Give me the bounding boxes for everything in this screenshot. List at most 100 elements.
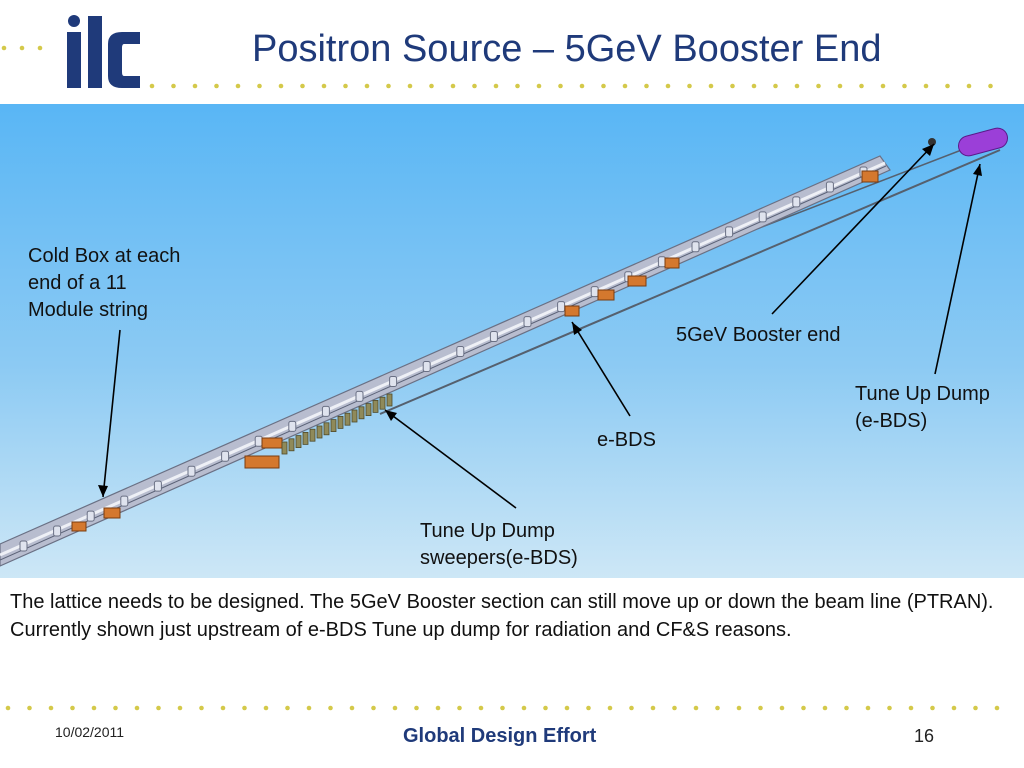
dot <box>586 705 591 711</box>
sweeper-magnet <box>281 441 288 455</box>
dot <box>665 83 671 89</box>
magnet <box>103 507 121 519</box>
dot <box>801 705 806 711</box>
dot <box>199 705 204 711</box>
sweeper-magnet <box>302 431 309 445</box>
dot <box>306 705 312 711</box>
dot <box>242 705 247 711</box>
footer-organization: Global Design Effort <box>403 725 597 747</box>
dot <box>515 83 520 89</box>
label-line: Tune Up Dump <box>420 520 555 542</box>
label-sweepers: Tune Up Dump sweepers(e-BDS) <box>420 518 578 572</box>
dot <box>607 705 613 711</box>
slide-title: Positron Source – 5GeV Booster End <box>252 28 882 70</box>
dot <box>902 83 907 89</box>
ilc-logo: ilc <box>67 15 140 88</box>
sweeper-magnets <box>281 393 393 455</box>
arrow-sweepers <box>384 409 517 509</box>
dot <box>472 83 477 89</box>
label-line: (e-BDS) <box>855 410 928 432</box>
label-line: Cold Box at each <box>28 245 181 267</box>
label-line: Tune Up Dump <box>855 383 990 405</box>
dot <box>70 705 75 711</box>
port <box>792 196 801 208</box>
sweeper-magnet <box>295 435 302 449</box>
port <box>86 510 95 522</box>
port <box>254 435 263 447</box>
arrow-ebds <box>571 321 631 417</box>
port <box>590 286 599 298</box>
magnet <box>664 257 680 269</box>
dot <box>349 705 355 711</box>
dot <box>171 83 176 89</box>
port <box>725 226 734 238</box>
port <box>221 450 230 462</box>
dot <box>91 705 97 711</box>
dot <box>543 705 548 711</box>
booster-end-marker <box>928 138 936 146</box>
sweeper-magnet <box>365 403 372 417</box>
dot <box>865 705 871 711</box>
tunnel-rail <box>0 165 887 561</box>
ebds-beamline <box>379 149 1001 415</box>
magnet <box>261 437 283 449</box>
magnet <box>861 170 879 183</box>
dot <box>715 705 720 711</box>
dot <box>644 83 649 89</box>
dot <box>113 705 118 711</box>
sweeper-magnet <box>351 409 358 423</box>
dot <box>214 83 219 89</box>
label-line: sweepers(e-BDS) <box>420 547 578 569</box>
label-line: Module string <box>28 299 149 321</box>
dot <box>887 705 892 711</box>
dot <box>579 83 585 89</box>
dot <box>328 705 333 711</box>
dot <box>859 83 864 89</box>
sweeper-magnet <box>330 419 337 433</box>
dot <box>736 705 742 711</box>
port <box>288 420 297 432</box>
dot <box>156 705 161 711</box>
dot <box>435 705 441 711</box>
dot <box>994 705 1000 711</box>
label-line: end of a 11 <box>28 272 127 294</box>
arrow-cold-box <box>102 329 121 498</box>
port <box>758 211 767 223</box>
sweeper-magnet <box>316 425 323 439</box>
dot <box>837 83 843 89</box>
dot <box>149 83 155 89</box>
dot <box>650 705 656 711</box>
footer-dot-rule <box>5 705 1000 711</box>
magnet <box>597 289 615 301</box>
port <box>489 331 498 343</box>
dot <box>414 705 419 711</box>
dot <box>285 705 290 711</box>
port <box>120 495 129 507</box>
slide-caption: The lattice needs to be designed. The 5G… <box>10 591 994 641</box>
arrow-booster-end <box>771 143 935 315</box>
header-dot-rule <box>149 83 993 89</box>
dot <box>386 83 391 89</box>
arrow-tune-up-dump <box>934 163 981 375</box>
dot <box>392 705 398 711</box>
arrowhead <box>572 322 582 335</box>
beamline-3d-view <box>0 127 1008 567</box>
port <box>321 405 330 417</box>
sweeper-magnet <box>386 393 393 407</box>
arrowhead <box>98 485 108 497</box>
dot <box>973 705 978 711</box>
dot <box>908 705 914 711</box>
port <box>657 256 666 268</box>
footer-date: 10/02/2011 <box>55 724 125 740</box>
dot <box>27 705 32 711</box>
dot <box>134 705 140 711</box>
port <box>153 480 162 492</box>
dot <box>478 705 484 711</box>
dot <box>364 83 370 89</box>
dot <box>758 705 763 711</box>
sweeper-magnet <box>358 406 365 420</box>
sweeper-magnet <box>288 438 295 452</box>
port <box>355 390 364 402</box>
port <box>19 540 28 552</box>
page-number: 16 <box>914 726 935 746</box>
